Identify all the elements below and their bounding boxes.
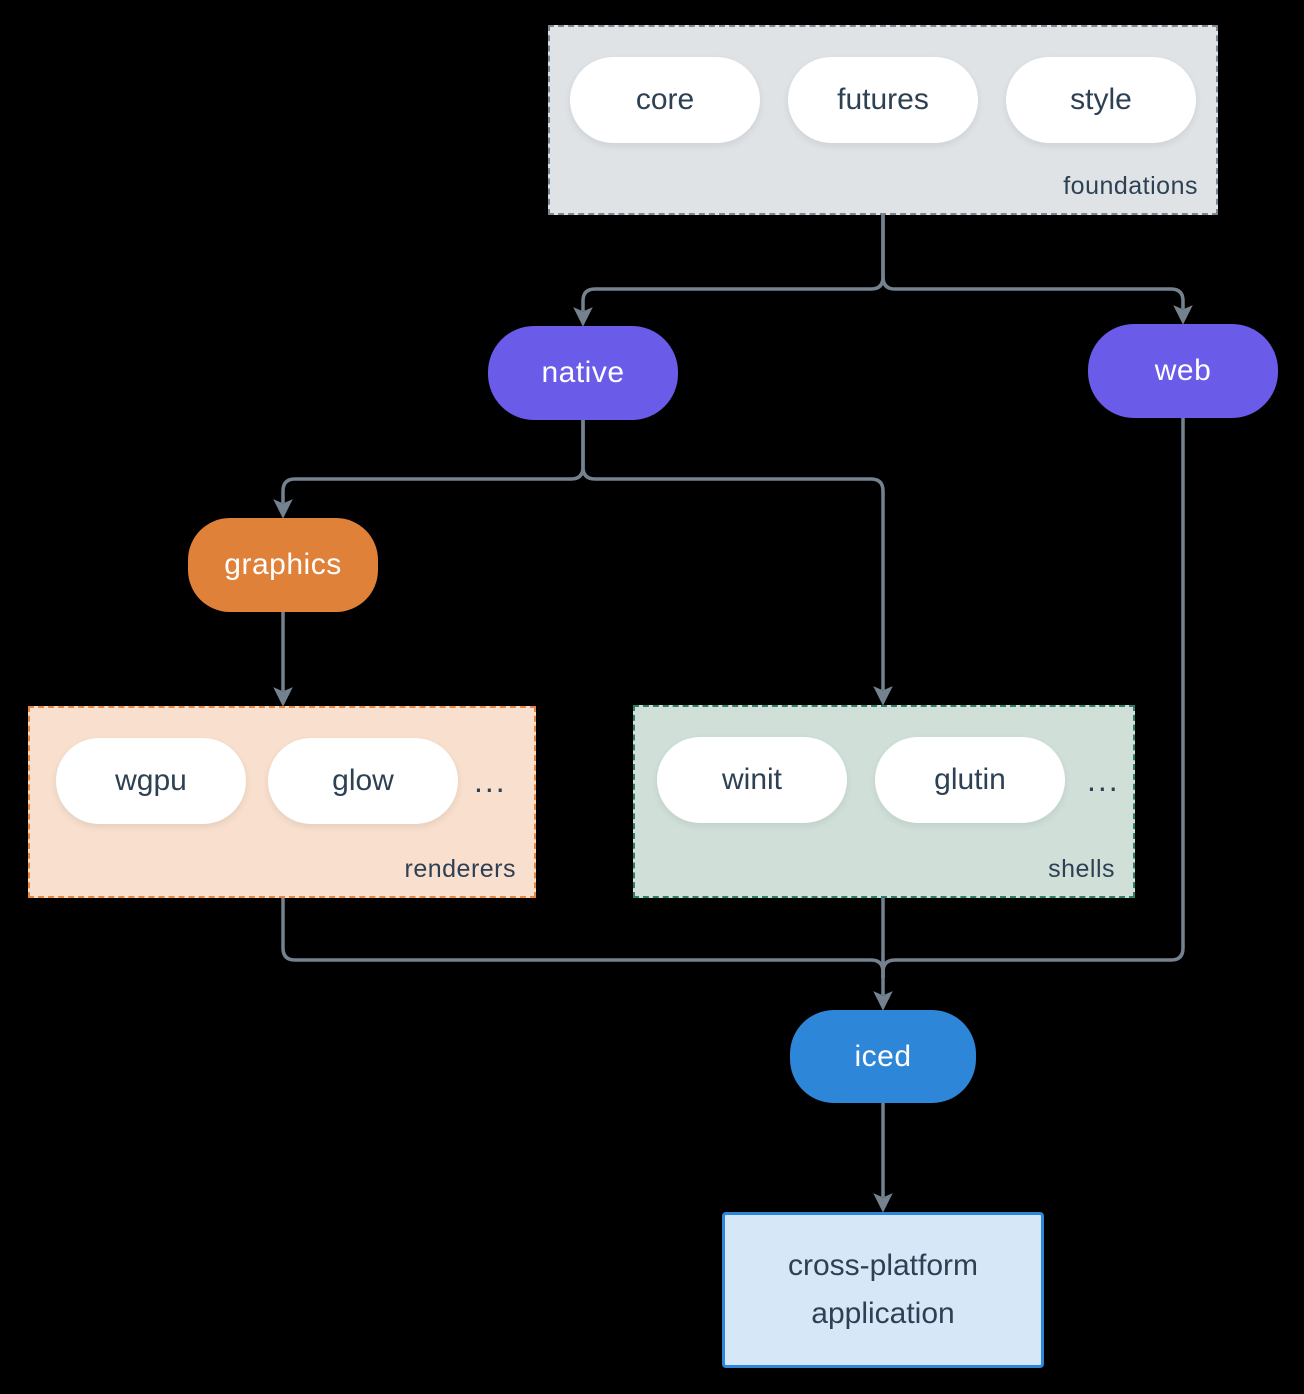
group-shells: winit glutin ... shells	[633, 705, 1135, 898]
application-label-line1: cross-platform	[787, 1249, 979, 1282]
node-wgpu: wgpu	[56, 738, 246, 824]
foundations-label: foundations	[1063, 172, 1198, 200]
edge-foundations-native	[573, 215, 885, 327]
edge-foundations-web	[881, 215, 1193, 325]
shells-ellipsis: ...	[1087, 761, 1120, 798]
node-core: core	[570, 57, 760, 143]
node-winit: winit	[657, 737, 847, 823]
node-style: style	[1006, 57, 1196, 143]
renderers-pill-row: wgpu glow ...	[30, 738, 534, 824]
node-native: native	[488, 326, 678, 420]
renderers-ellipsis: ...	[474, 762, 507, 799]
node-web: web	[1088, 324, 1278, 418]
foundations-pill-row: core futures style	[550, 57, 1216, 143]
node-futures: futures	[788, 57, 978, 143]
edge-native-graphics	[273, 420, 585, 519]
node-graphics: graphics	[188, 518, 378, 612]
node-iced: iced	[790, 1010, 976, 1103]
edge-native-shells	[581, 420, 893, 706]
edge-renderers-iced	[281, 898, 885, 978]
renderers-label: renderers	[404, 855, 516, 883]
node-glutin: glutin	[875, 737, 1065, 823]
node-cross-platform-application: cross-platform application	[722, 1212, 1044, 1368]
node-glow: glow	[268, 738, 458, 824]
group-renderers: wgpu glow ... renderers	[28, 706, 536, 898]
application-label-line2: application	[811, 1297, 955, 1330]
group-foundations: core futures style foundations	[548, 25, 1218, 215]
shells-pill-row: winit glutin ...	[635, 737, 1133, 823]
shells-label: shells	[1048, 855, 1115, 883]
